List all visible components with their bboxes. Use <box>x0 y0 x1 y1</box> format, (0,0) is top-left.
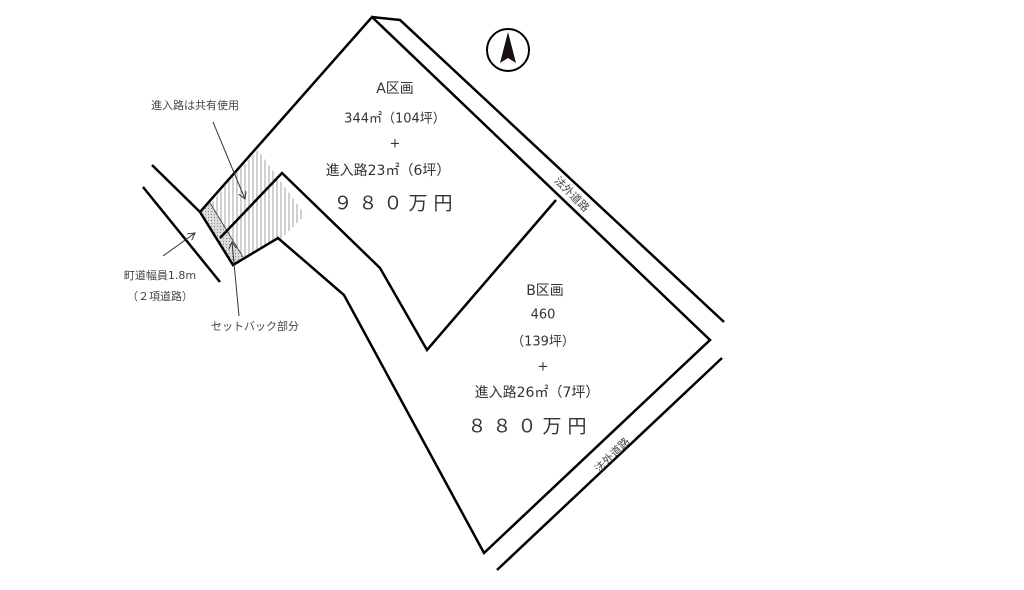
north-arrow-icon <box>486 28 530 72</box>
lot-boundary <box>198 15 712 556</box>
plot-a-title: A区画 <box>376 81 414 97</box>
plot-a-price: ９８０万円 <box>333 192 459 215</box>
plot-b-area: 460 <box>530 307 556 323</box>
access-road-inner-line <box>219 171 557 353</box>
shared-access-label: 進入路は共有使用 <box>151 99 239 112</box>
plot-b-tsubo: （139坪） <box>511 334 575 350</box>
arrow-setback <box>232 242 240 317</box>
plot-a-access: 進入路23㎡（6坪） <box>325 163 451 179</box>
road-type-label: （２項道路） <box>127 290 193 303</box>
outside-road-line-2 <box>496 357 723 571</box>
plot-a-plus: + <box>389 136 401 152</box>
plot-b-price: ８８０万円 <box>467 415 593 438</box>
arrow-shared-access <box>212 121 245 199</box>
plot-a-area: 344㎡（104坪） <box>344 111 446 127</box>
plot-b-title: B区画 <box>526 283 564 299</box>
plot-b-access: 進入路26㎡（7坪） <box>474 385 600 401</box>
access-road-hatch <box>210 150 305 258</box>
town-road-line-2 <box>142 186 221 283</box>
plot-b-plus: + <box>537 359 549 375</box>
town-road-label: 町道幅員1.8m <box>123 269 197 282</box>
setback-label: セットバック部分 <box>211 320 299 333</box>
outside-road-line-1 <box>371 15 725 323</box>
arrow-town-road <box>162 233 195 257</box>
town-road-line-1 <box>151 164 201 213</box>
